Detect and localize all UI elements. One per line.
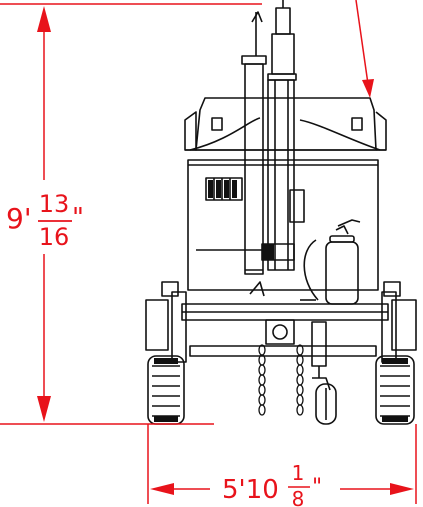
- height-label: 9' 13 16 ": [6, 190, 84, 251]
- fire-extinguisher: [303, 219, 361, 305]
- height-suffix: ": [72, 203, 84, 233]
- height-whole: 9': [6, 202, 32, 235]
- vent-details: [154, 180, 408, 422]
- width-whole: 5'10: [222, 475, 279, 505]
- height-dimension: [0, 3, 262, 425]
- fenders: [145, 281, 417, 363]
- right-tire: [375, 355, 415, 425]
- tongue-assembly: [181, 281, 389, 378]
- safety-chains: [258, 344, 304, 416]
- jack-wheel: [312, 377, 337, 425]
- mast: [267, 0, 297, 271]
- trailer-outline: [145, 0, 417, 425]
- width-denominator: 8: [292, 487, 305, 507]
- exhaust-stack: [241, 11, 267, 275]
- width-suffix: ": [312, 475, 322, 500]
- width-dimension: [147, 0, 417, 504]
- height-numerator: 13: [39, 190, 70, 218]
- left-tire: [147, 355, 185, 425]
- width-label: 5'10 1 8 ": [222, 461, 322, 507]
- cabinet-body: [187, 159, 379, 291]
- width-numerator: 1: [292, 461, 305, 485]
- generator-housing: [184, 97, 387, 151]
- height-denominator: 16: [39, 223, 70, 251]
